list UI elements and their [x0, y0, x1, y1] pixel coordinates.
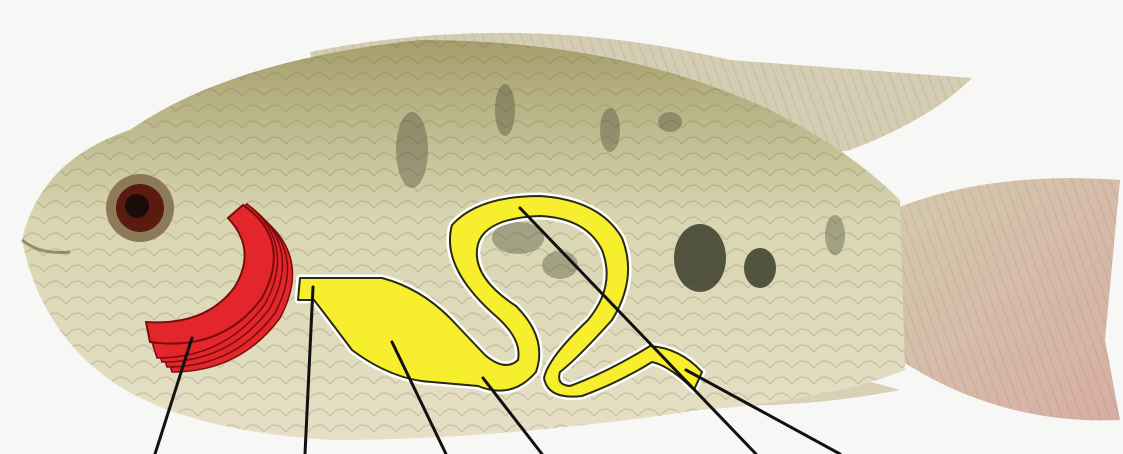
body-spot	[825, 215, 845, 255]
body-spot	[495, 84, 515, 136]
body-spot	[658, 112, 682, 132]
body-spot	[396, 112, 428, 188]
tail-fin	[880, 178, 1120, 420]
body-spot	[600, 108, 620, 152]
body-spot	[674, 224, 726, 292]
body-spot	[744, 248, 776, 288]
body-spot	[542, 251, 578, 279]
fish-eye	[106, 174, 174, 242]
